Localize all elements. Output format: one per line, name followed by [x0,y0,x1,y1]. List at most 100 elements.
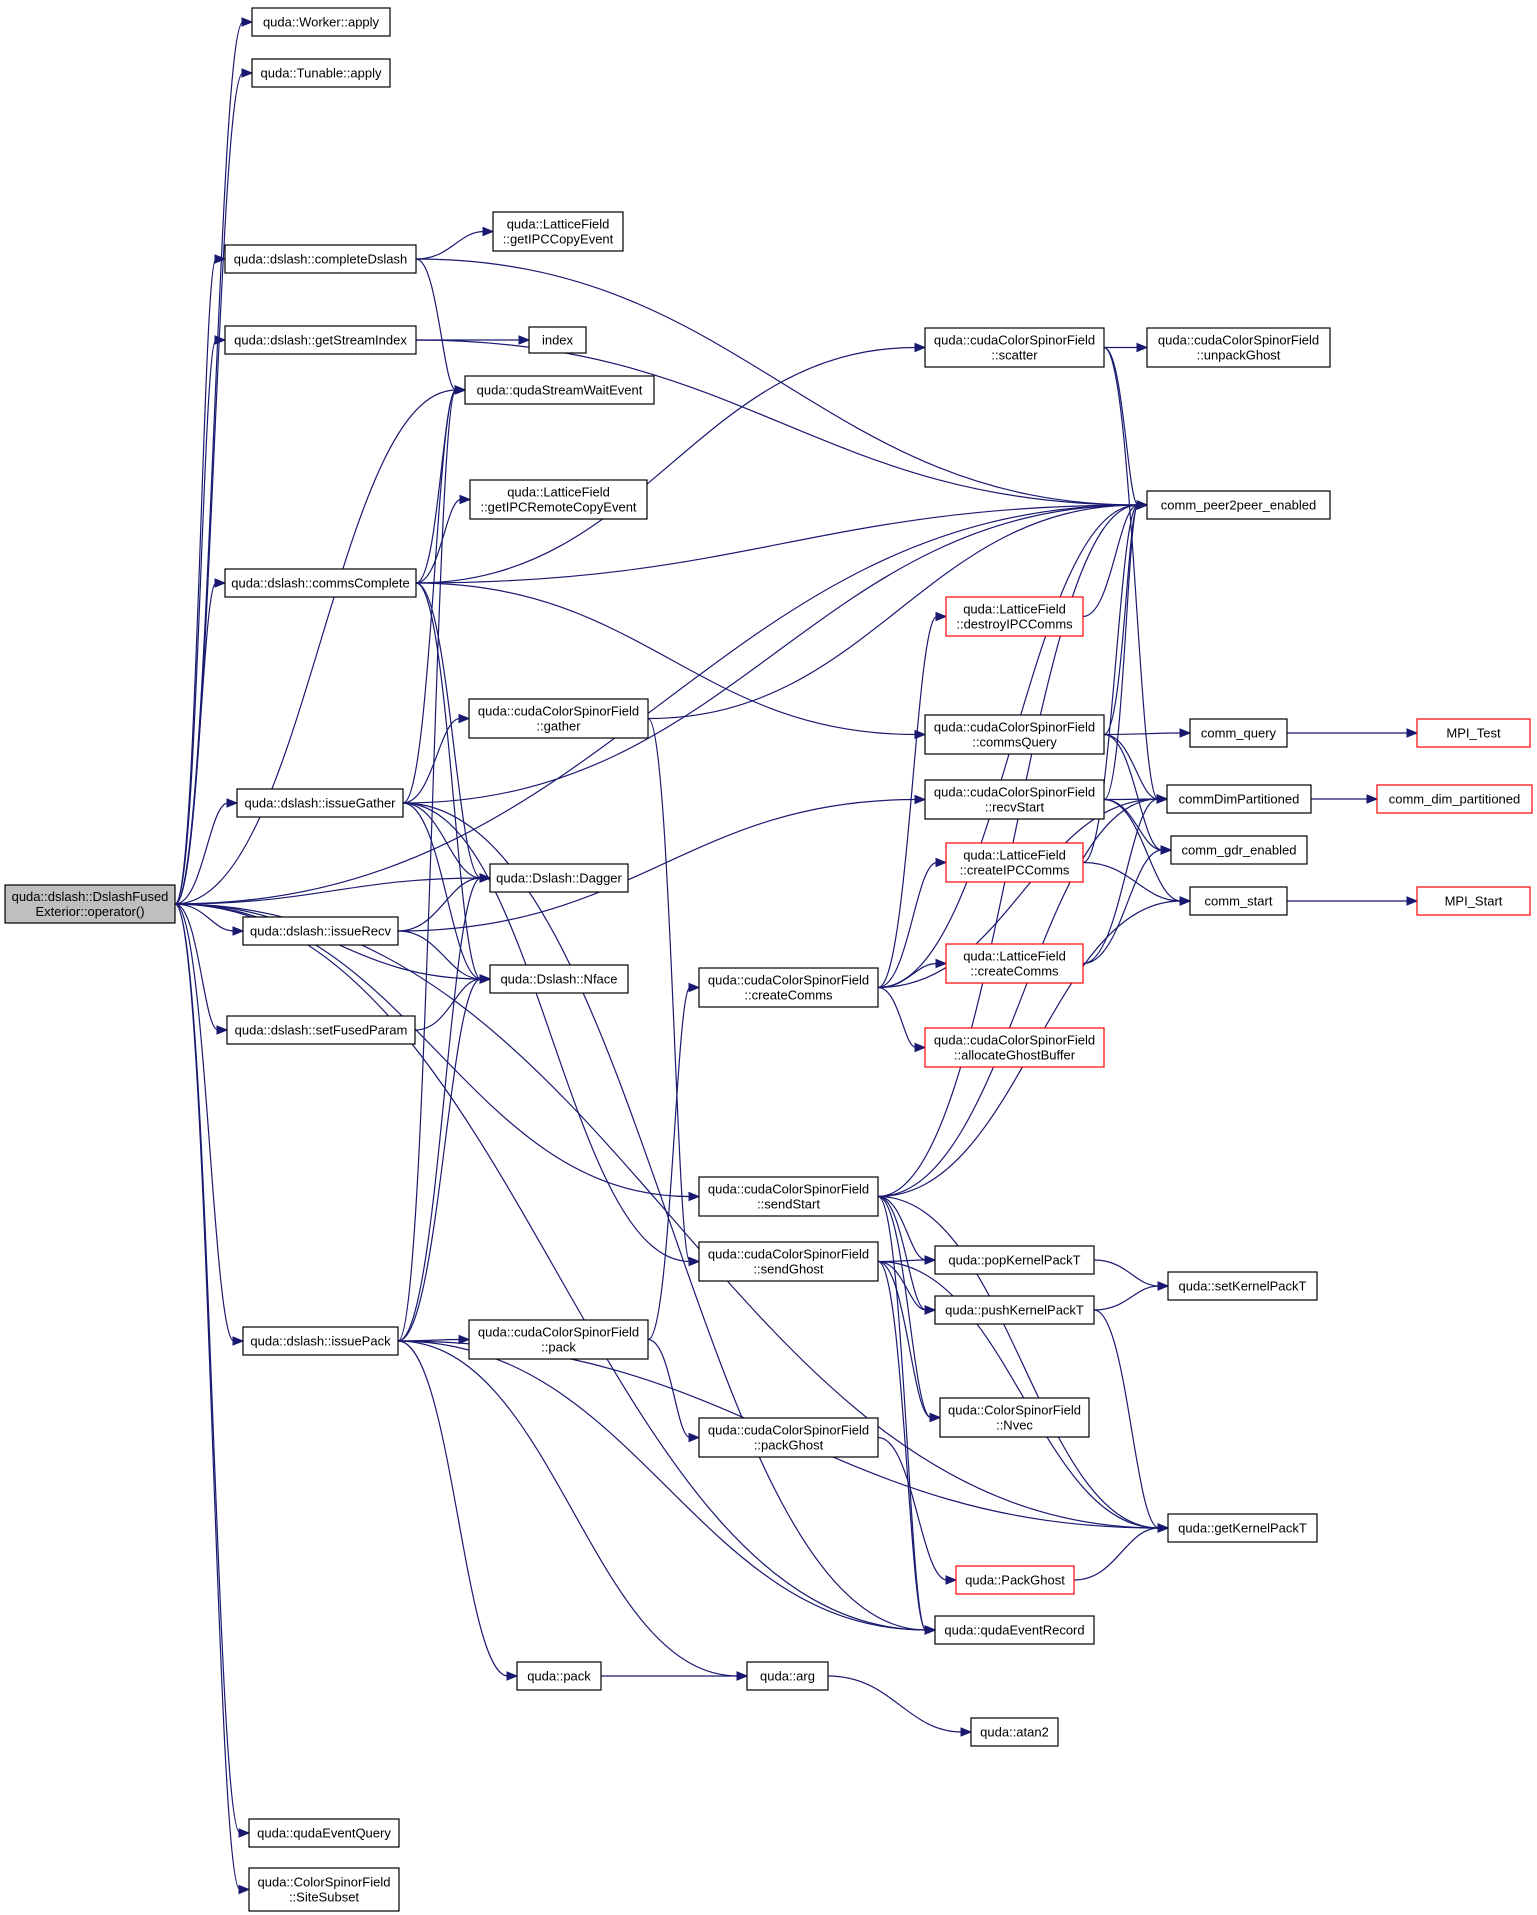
node-allocateGhostBuffer[interactable]: quda::cudaColorSpinorField::allocateGhos… [924,1027,1105,1068]
node-packGhostRed[interactable]: quda::PackGhost [955,1565,1075,1595]
node-box [469,479,648,520]
node-label: quda::Worker::apply [263,15,380,30]
node-createComms[interactable]: quda::cudaColorSpinorField::createComms [698,967,879,1008]
edge-line [397,978,482,1342]
edge-arrowhead [238,1884,251,1895]
node-qudaEventQuery[interactable]: quda::qudaEventQuery [248,1818,400,1848]
edge-line [174,903,691,1198]
edge-line [877,1260,927,1631]
node-box [1167,1271,1318,1301]
node-comm_query[interactable]: comm_query [1189,718,1288,748]
node-label: quda::cudaColorSpinorField [708,1247,869,1262]
node-worker_apply[interactable]: quda::Worker::apply [251,7,391,37]
node-box [248,1818,400,1848]
node-box [945,842,1084,883]
node-box [224,325,417,355]
node-tunable_apply[interactable]: quda::Tunable::apply [251,58,391,88]
node-siteSubset[interactable]: quda::ColorSpinorField::SiteSubset [248,1867,400,1912]
node-recvStart[interactable]: quda::cudaColorSpinorField::recvStart [924,779,1105,820]
node-comm_start[interactable]: comm_start [1189,886,1288,916]
node-label: ::commsQuery [972,735,1057,750]
edge-line [1082,798,1159,965]
node-label: quda::cudaColorSpinorField [934,785,1095,800]
node-sendGhost[interactable]: quda::cudaColorSpinorField::sendGhost [698,1241,879,1282]
node-packGhost[interactable]: quda::cudaColorSpinorField::packGhost [698,1417,879,1458]
edge-sendGhost-pushKernelPackT [877,1260,937,1315]
node-destroyIPCComms[interactable]: quda::LatticeField::destroyIPCComms [945,596,1084,637]
node-box [251,58,391,88]
node-unpackGhost[interactable]: quda::cudaColorSpinorField::unpackGhost [1146,327,1331,368]
edge-arrowhead [241,68,254,78]
edge-line [1082,849,1163,965]
node-issueRecv[interactable]: quda::dslash::issueRecv [242,916,399,946]
node-box [464,375,655,405]
node-box [236,788,404,818]
node-label: quda::dslash::DslashFused [12,889,169,904]
node-index[interactable]: index [528,326,587,354]
node-label: quda::pack [527,1669,591,1684]
node-getStreamIndex[interactable]: quda::dslash::getStreamIndex [224,325,417,355]
node-peer2peer[interactable]: comm_peer2peer_enabled [1146,490,1331,520]
node-nvec[interactable]: quda::ColorSpinorField::Nvec [939,1397,1090,1438]
node-label: MPI_Test [1446,726,1501,741]
node-atan2[interactable]: quda::atan2 [970,1717,1059,1747]
edge-line [1103,346,1159,800]
node-getKernelPackT[interactable]: quda::getKernelPackT [1167,1513,1318,1543]
node-mpi_test[interactable]: MPI_Test [1416,718,1531,748]
edge-line [174,389,457,905]
node-box [489,964,629,994]
node-dagger[interactable]: quda::Dslash::Dagger [489,863,629,893]
node-completeDslash[interactable]: quda::dslash::completeDslash [224,244,417,274]
node-setKernelPackT[interactable]: quda::setKernelPackT [1167,1271,1318,1301]
node-gather[interactable]: quda::cudaColorSpinorField::gather [468,698,649,739]
node-popKernelPackT[interactable]: quda::popKernelPackT [934,1245,1095,1275]
edge-arrowhead [1157,1281,1170,1291]
node-root[interactable]: quda::dslash::DslashFusedExterior::opera… [4,884,176,924]
edge-pushKernelPackT-setKernelPackT [1093,1281,1170,1311]
edge-arrowhead [924,1305,937,1315]
edge-recvStart-peer2peer [1103,500,1149,801]
edge-line [174,339,217,905]
node-commsQuery[interactable]: quda::cudaColorSpinorField::commsQuery [924,714,1105,755]
edge-line [877,1260,932,1419]
edge-arrowhead [214,254,227,264]
edge-line [877,798,1159,989]
node-comm_gdr_enabled[interactable]: comm_gdr_enabled [1170,835,1308,865]
node-issuePack[interactable]: quda::dslash::issuePack [242,1326,399,1356]
node-label: quda::cudaColorSpinorField [934,333,1095,348]
edge-commsComplete-qudaStreamWaitEvent [415,385,467,584]
node-mpi_start[interactable]: MPI_Start [1416,886,1531,916]
node-createIPCComms[interactable]: quda::LatticeField::createIPCComms [945,842,1084,883]
edge-arrowhead [1157,1523,1170,1533]
node-commDimPartitioned[interactable]: commDimPartitioned [1166,784,1312,814]
edge-arrowhead [1179,728,1192,738]
node-commsComplete[interactable]: quda::dslash::commsComplete [224,568,417,598]
node-qudaEventRecord[interactable]: quda::qudaEventRecord [934,1615,1095,1645]
node-label: quda::dslash::completeDslash [234,252,407,267]
node-getIPCRemoteCopyEvent[interactable]: quda::LatticeField::getIPCRemoteCopyEven… [469,479,648,520]
node-lf_createComms[interactable]: quda::LatticeField::createComms [945,943,1084,984]
edge-line [1082,504,1139,618]
edge-packGhostRed-getKernelPackT [1073,1523,1170,1581]
node-setFusedParam[interactable]: quda::dslash::setFusedParam [226,1015,416,1045]
node-quda_arg[interactable]: quda::arg [746,1661,829,1691]
node-label: quda::arg [760,1669,815,1684]
edge-arrowhead [1179,896,1192,906]
node-comm_dim_partitioned[interactable]: comm_dim_partitioned [1376,784,1533,814]
node-pushKernelPackT[interactable]: quda::pushKernelPackT [934,1295,1095,1325]
node-getIPCCopyEvent[interactable]: quda::LatticeField::getIPCCopyEvent [492,211,624,252]
edge-line [397,1340,509,1677]
edge-issueRecv-recvStart [397,794,927,932]
node-quda_pack[interactable]: quda::pack [516,1661,602,1691]
node-scatter[interactable]: quda::cudaColorSpinorField::scatter [924,327,1105,368]
node-label: quda::cudaColorSpinorField [934,1033,1095,1048]
node-box [242,916,399,946]
node-pack[interactable]: quda::cudaColorSpinorField::pack [468,1319,649,1360]
node-nface[interactable]: quda::Dslash::Nface [489,964,629,994]
node-issueGather[interactable]: quda::dslash::issueGather [236,788,404,818]
edge-issueGather-gather [402,713,471,804]
node-box [934,1295,1095,1325]
edge-root-completeDslash [174,254,227,905]
node-sendStart[interactable]: quda::cudaColorSpinorField::sendStart [698,1176,879,1217]
node-qudaStreamWaitEvent[interactable]: quda::qudaStreamWaitEvent [464,375,655,405]
